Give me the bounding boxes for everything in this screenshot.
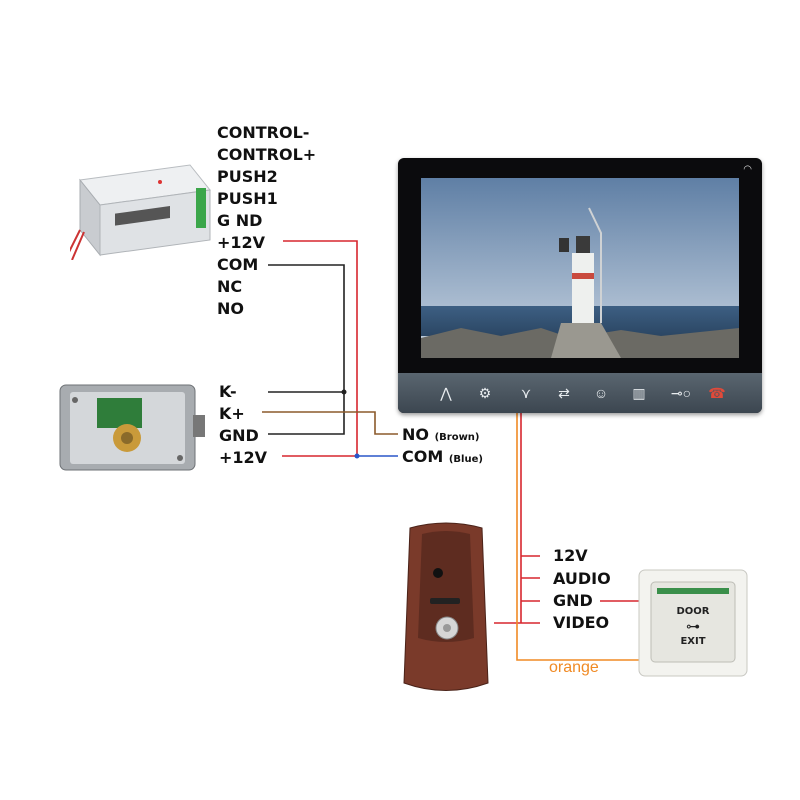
output-label: NO (402, 425, 429, 444)
psu-terminal-label: CONTROL- (217, 123, 310, 142)
door-exit-button[interactable]: DOOR ⊶ EXIT (637, 568, 749, 678)
hangup-icon[interactable]: ☎ (708, 385, 726, 401)
electric-lock (55, 380, 205, 475)
wire-orange (516, 412, 640, 661)
exit-button-exit-text: EXIT (680, 636, 706, 647)
up-icon[interactable]: ⋀ (440, 385, 452, 401)
psu-terminal-label: PUSH1 (217, 189, 278, 208)
wifi-icon: ◠ (743, 164, 752, 175)
key-icon: ⊶ (686, 618, 700, 634)
psu-terminal-label: PUSH2 (217, 167, 278, 186)
door-wire-label: GND (553, 591, 593, 610)
key-icon[interactable]: ⊸○ (670, 385, 692, 401)
door-wire-label: 12V (553, 546, 588, 565)
psu-terminal-label: COM (217, 255, 259, 274)
wire-com-black (268, 264, 345, 393)
wire-12v-red (282, 240, 358, 457)
transfer-icon[interactable]: ⇄ (558, 385, 570, 401)
orange-wire-label: orange (549, 659, 599, 676)
door-wire-label: AUDIO (553, 569, 611, 588)
monitor-screen (421, 178, 739, 358)
monitor-output-no: NO (Brown) (402, 426, 480, 447)
output-label: COM (402, 447, 444, 466)
lock-terminal-label: GND (219, 426, 259, 445)
lock-terminal-label: K+ (219, 404, 245, 423)
psu-terminal-label: +12V (217, 233, 266, 252)
contacts-icon[interactable]: ☺ (593, 385, 609, 401)
psu-terminal-label: NO (217, 299, 244, 318)
lock-terminal-label: K- (219, 382, 237, 401)
output-note: (Brown) (434, 432, 480, 443)
psu-terminal-label: CONTROL+ (217, 145, 317, 164)
monitor-button-bar: ⋀ ⚙ ⋎ ⇄ ☺ ▥ ⊸○ ☎ (398, 373, 762, 413)
door-wire-label: VIDEO (553, 613, 610, 632)
down-icon[interactable]: ⋎ (520, 385, 532, 401)
settings-icon[interactable]: ⚙ (478, 385, 492, 401)
junction-dot-blue (354, 453, 360, 459)
power-supply-unit (64, 160, 220, 261)
exit-button-door-text: DOOR (676, 606, 710, 617)
wire-kplus-brown (262, 411, 398, 435)
indoor-monitor: ◠ (398, 158, 762, 413)
lock-terminal-label: +12V (219, 448, 268, 467)
gate-icon[interactable]: ▥ (632, 385, 646, 401)
outdoor-door-station (400, 518, 492, 698)
monitor-output-com: COM (Blue) (402, 448, 483, 469)
wire-gnd-black (268, 392, 345, 435)
output-note: (Blue) (448, 454, 483, 465)
psu-terminal-label: NC (217, 277, 243, 296)
psu-terminal-label: G ND (217, 211, 263, 230)
